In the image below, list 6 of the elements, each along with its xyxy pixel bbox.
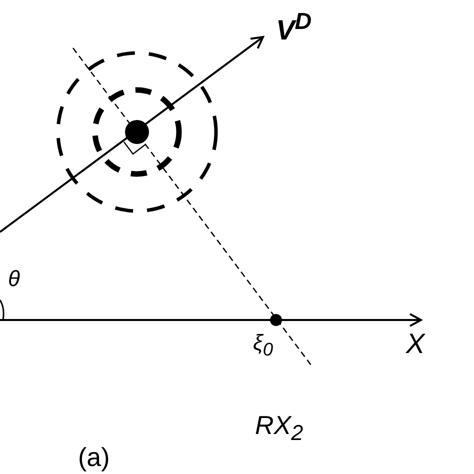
angle-label: θ [8, 268, 20, 290]
panel-label: (a) [78, 444, 110, 470]
vector-label: V$^{D}$ [276, 10, 312, 44]
point-label: ξ$_{0}$ [253, 332, 274, 359]
axis-label: X [406, 330, 425, 358]
receiver-label: RX$_{2}$ [255, 412, 304, 444]
